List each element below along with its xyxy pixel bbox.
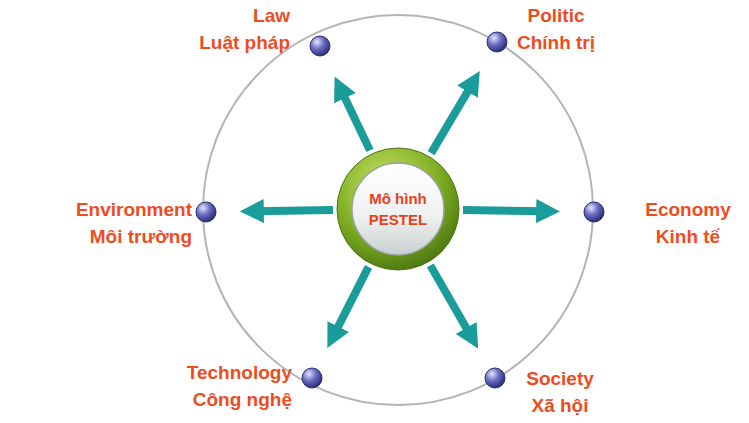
factor-name-en: Technology bbox=[187, 359, 292, 386]
factor-dot: SocietyXã hội bbox=[484, 367, 506, 389]
factor-name-en: Law bbox=[199, 2, 290, 29]
factor-label: LawLuật pháp bbox=[199, 2, 290, 56]
dot-circle bbox=[584, 202, 604, 222]
factor-name-vi: Công nghệ bbox=[187, 386, 292, 413]
center-circle-shape bbox=[336, 147, 460, 271]
dot-circle bbox=[310, 36, 330, 56]
factor-dot: LawLuật pháp bbox=[309, 35, 331, 57]
factor-dot: EnvironmentMôi trường bbox=[195, 201, 217, 223]
inner-disc bbox=[352, 163, 444, 255]
dot-circle bbox=[485, 368, 505, 388]
factor-name-vi: Môi trường bbox=[76, 223, 192, 250]
arrow-connector bbox=[333, 267, 368, 336]
factor-label: SocietyXã hội bbox=[526, 365, 594, 419]
factor-name-en: Politic bbox=[517, 2, 595, 29]
arrow-connector bbox=[340, 88, 370, 150]
green-ring bbox=[337, 148, 459, 270]
arrow-connector bbox=[430, 265, 471, 337]
factor-dot: PoliticChính trị bbox=[486, 31, 508, 53]
factor-name-vi: Chính trị bbox=[517, 29, 595, 56]
dot-circle bbox=[302, 368, 322, 388]
factor-name-vi: Luật pháp bbox=[199, 29, 290, 56]
arrow-connector bbox=[253, 210, 333, 211]
center-circle: Mô hìnhPESTEL bbox=[336, 147, 460, 271]
dot-shape bbox=[583, 201, 605, 223]
factor-name-en: Society bbox=[526, 365, 594, 392]
dot-shape bbox=[486, 31, 508, 53]
factor-name-vi: Kinh tế bbox=[645, 223, 731, 250]
factor-name-en: Environment bbox=[76, 196, 192, 223]
center-label: Mô hìnhPESTEL bbox=[336, 147, 460, 271]
dot-circle bbox=[487, 32, 507, 52]
model-title: Mô hình bbox=[369, 188, 426, 209]
dot-shape bbox=[309, 35, 331, 57]
factor-name-en: Economy bbox=[645, 196, 731, 223]
factor-name-vi: Xã hội bbox=[526, 392, 594, 419]
factor-label: PoliticChính trị bbox=[517, 2, 595, 56]
factor-dot: EconomyKinh tế bbox=[583, 201, 605, 223]
dot-shape bbox=[484, 367, 506, 389]
factor-label: EnvironmentMôi trường bbox=[76, 196, 192, 250]
dot-shape bbox=[301, 367, 323, 389]
factor-label: EconomyKinh tế bbox=[645, 196, 731, 250]
arrow-connector bbox=[431, 82, 473, 153]
arrow-connector bbox=[463, 210, 547, 211]
dot-circle bbox=[196, 202, 216, 222]
model-title: PESTEL bbox=[369, 209, 427, 230]
outer-ring bbox=[203, 15, 593, 405]
dot-shape bbox=[195, 201, 217, 223]
factor-label: TechnologyCông nghệ bbox=[187, 359, 292, 413]
factor-dot: TechnologyCông nghệ bbox=[301, 367, 323, 389]
